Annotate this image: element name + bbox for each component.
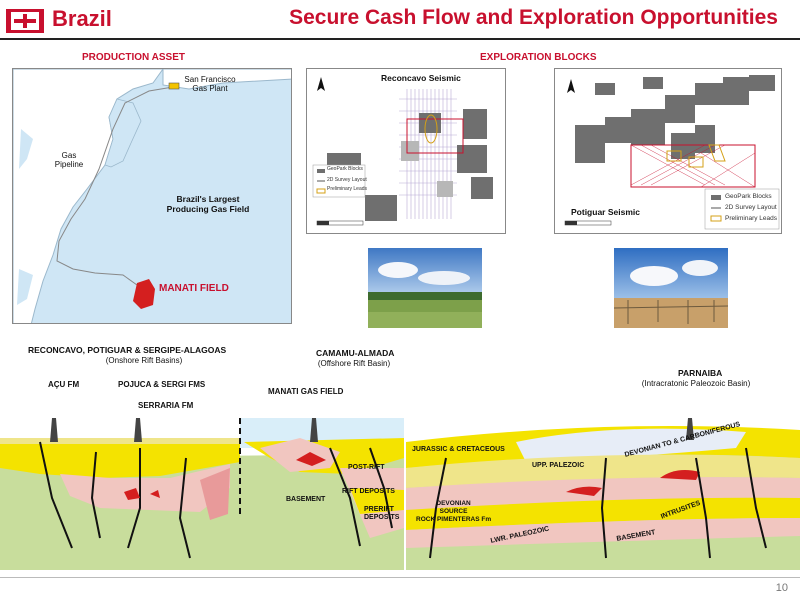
potiguar-legend-leads: Preliminary Leads bbox=[725, 215, 778, 222]
post-rift-label: POST-RIFT bbox=[348, 464, 385, 471]
reconcavo-legend-survey: 2D Survey Layout bbox=[327, 177, 367, 183]
footer-rule bbox=[0, 577, 800, 578]
production-map-graphic bbox=[13, 69, 291, 323]
reconcavo-seismic-map: Reconcavo Seismic GeoPark Blocks 2D Surv… bbox=[306, 68, 506, 234]
potiguar-title: Potiguar Seismic bbox=[571, 207, 640, 217]
slide-title: Secure Cash Flow and Exploration Opportu… bbox=[289, 6, 778, 29]
rift-deposits-label: RIFT DEPOSITS bbox=[342, 488, 395, 495]
reconcavo-map-graphic bbox=[307, 69, 505, 233]
slide-header: Brazil Secure Cash Flow and Exploration … bbox=[0, 0, 800, 40]
prerift-deposits-label: PRERIFT DEPOSITS bbox=[364, 506, 400, 522]
gas-plant-label: San Francisco Gas Plant bbox=[184, 75, 236, 94]
reconcavo-legend-leads: Preliminary Leads bbox=[327, 186, 368, 192]
potiguar-legend-survey: 2D Survey Layout bbox=[725, 204, 777, 211]
rift-basin-cross-section: POST-RIFT RIFT DEPOSITS PRERIFT DEPOSITS… bbox=[0, 418, 404, 570]
camamu-title: CAMAMU-ALMADA bbox=[316, 348, 395, 358]
rift-basins-subtitle: (Onshore Rift Basins) bbox=[105, 356, 183, 365]
potiguar-legend-blocks: GeoPark Blocks bbox=[725, 193, 772, 200]
pojuca-sergi-label: POJUCA & SERGI FMS bbox=[118, 380, 206, 389]
header-rule bbox=[0, 38, 800, 40]
acu-fm-label: AÇU FM bbox=[48, 380, 80, 389]
upper-paleozoic-label: UPP. PALEZOIC bbox=[532, 462, 585, 469]
country-title: Brazil bbox=[52, 6, 112, 31]
camamu-subtitle: (Offshore Rift Basin) bbox=[317, 359, 391, 368]
manati-gas-field-label: MANATI GAS FIELD bbox=[268, 387, 344, 396]
potiguar-landscape-photo bbox=[614, 248, 728, 328]
parnaiba-subtitle: (Intracratonic Paleozoic Basin) bbox=[641, 379, 751, 388]
parnaiba-cross-section-graphic bbox=[406, 418, 800, 570]
serraria-fm-label: SERRARIA FM bbox=[138, 401, 194, 410]
reconcavo-title: Reconcavo Seismic bbox=[381, 73, 461, 83]
exploration-heading: EXPLORATION BLOCKS bbox=[480, 52, 597, 63]
potiguar-map-graphic bbox=[555, 69, 781, 233]
parnaiba-cross-section: JURASSIC & CRETACEOUS UPP. PALEZOIC DEVO… bbox=[406, 418, 800, 570]
manati-field-label: MANATI FIELD bbox=[159, 283, 229, 294]
company-logo bbox=[6, 9, 44, 33]
page-number: 10 bbox=[775, 582, 788, 594]
rift-cross-section-graphic bbox=[0, 418, 404, 570]
rift-basement-label: BASEMENT bbox=[286, 496, 326, 503]
rift-basins-title: RECONCAVO, POTIGUAR & SERGIPE-ALAGOAS bbox=[28, 345, 227, 355]
gas-pipeline-label: Gas Pipeline bbox=[54, 151, 84, 170]
production-map: San Francisco Gas Plant Gas Pipeline Bra… bbox=[12, 68, 292, 324]
devonian-source-label: DEVONIAN SOURCE ROCK PIMENTERAS Fm bbox=[416, 500, 492, 523]
potiguar-seismic-map: Potiguar Seismic GeoPark Blocks 2D Surve… bbox=[554, 68, 782, 234]
reconcavo-legend-blocks: GeoPark Blocks bbox=[327, 166, 363, 172]
reconcavo-landscape-photo bbox=[368, 248, 482, 328]
parnaiba-title: PARNAIBA bbox=[678, 368, 723, 378]
jurassic-cretaceous-label: JURASSIC & CRETACEOUS bbox=[412, 446, 505, 453]
largest-field-label: Brazil's Largest Producing Gas Field bbox=[166, 194, 250, 214]
production-heading: PRODUCTION ASSET bbox=[82, 52, 185, 63]
